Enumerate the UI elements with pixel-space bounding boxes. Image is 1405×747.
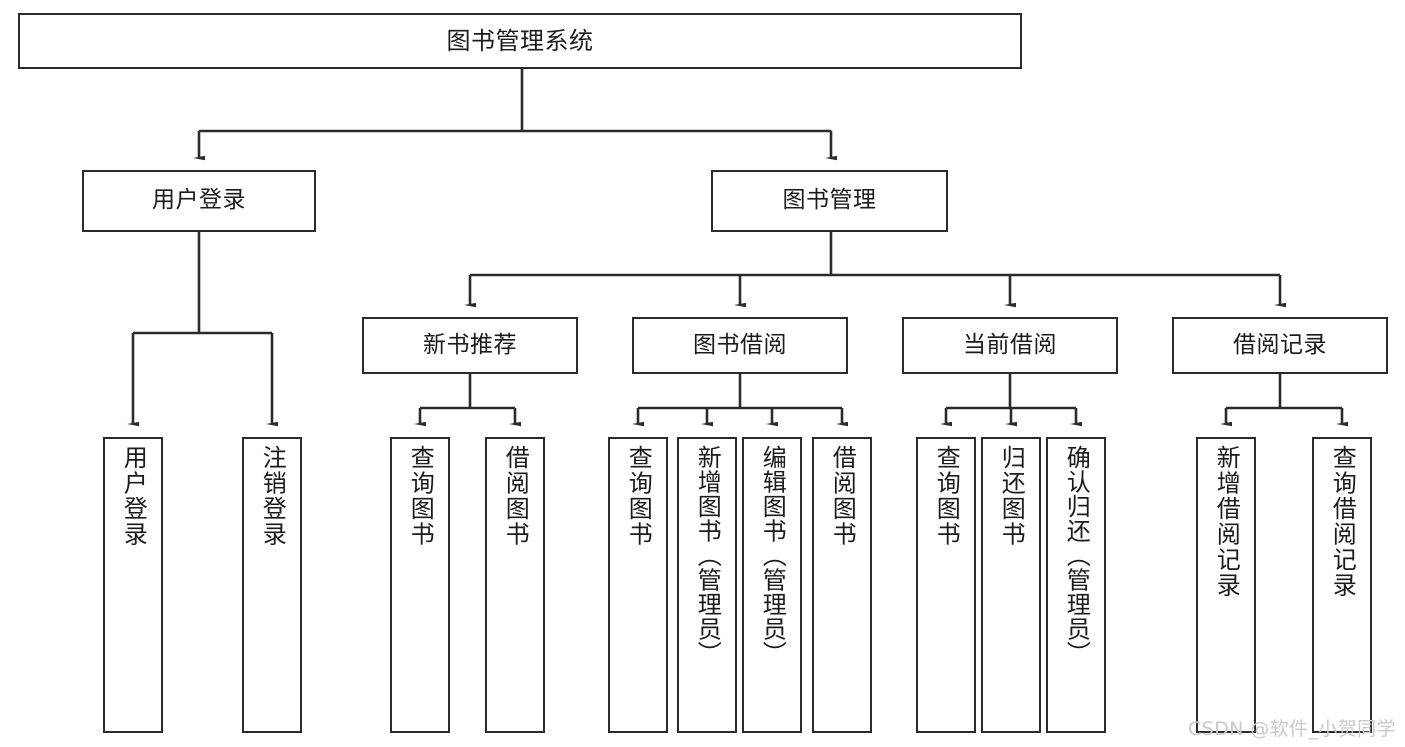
node-label: 新书推荐 — [423, 331, 517, 358]
node-label: 借阅记录 — [1233, 331, 1327, 358]
leaf-user-login[interactable]: 用户登录 — [103, 437, 163, 733]
node-current-borrow[interactable]: 当前借阅 — [902, 317, 1118, 374]
node-label: 查询图书 — [406, 445, 435, 547]
node-label: 新增借阅记录 — [1212, 445, 1241, 598]
node-label: 注销登录 — [258, 445, 287, 547]
node-label: 图书借阅 — [693, 331, 787, 358]
leaf-logout[interactable]: 注销登录 — [242, 437, 302, 733]
node-book-management[interactable]: 图书管理 — [711, 170, 948, 232]
node-user-login[interactable]: 用户登录 — [82, 170, 316, 232]
node-book-borrow[interactable]: 图书借阅 — [632, 317, 848, 374]
node-label: 用户登录 — [119, 445, 148, 547]
node-label: 用户登录 — [152, 187, 246, 214]
node-label: 图书管理 — [782, 187, 877, 214]
node-label: 查询图书 — [624, 445, 653, 547]
node-label: 图书管理系统 — [446, 26, 594, 55]
node-label: 当前借阅 — [963, 331, 1057, 358]
leaf-return-book[interactable]: 归还图书 — [981, 437, 1041, 733]
leaf-query-borrow-record[interactable]: 查询借阅记录 — [1312, 437, 1372, 733]
leaf-borrow-book-recommend[interactable]: 借阅图书 — [485, 437, 545, 733]
leaf-edit-book-admin[interactable]: 编辑图书（管理员） — [742, 437, 802, 733]
leaf-query-book-current[interactable]: 查询图书 — [916, 437, 976, 733]
node-label: 新增图书（管理员） — [693, 445, 722, 666]
node-label: 借阅图书 — [828, 445, 857, 547]
node-root-system[interactable]: 图书管理系统 — [18, 13, 1022, 69]
leaf-add-book-admin[interactable]: 新增图书（管理员） — [677, 437, 737, 733]
leaf-borrow-book[interactable]: 借阅图书 — [812, 437, 872, 733]
node-borrow-record[interactable]: 借阅记录 — [1172, 317, 1388, 374]
node-label: 编辑图书（管理员） — [758, 445, 787, 666]
leaf-confirm-return-admin[interactable]: 确认归还（管理员） — [1046, 437, 1106, 733]
leaf-query-book-borrow[interactable]: 查询图书 — [608, 437, 668, 733]
node-label: 借阅图书 — [501, 445, 530, 547]
node-label: 查询借阅记录 — [1328, 445, 1357, 598]
leaf-query-book-recommend[interactable]: 查询图书 — [390, 437, 450, 733]
node-new-book-recommend[interactable]: 新书推荐 — [362, 317, 578, 374]
node-label: 查询图书 — [932, 445, 961, 547]
leaf-add-borrow-record[interactable]: 新增借阅记录 — [1196, 437, 1256, 733]
node-label: 确认归还（管理员） — [1062, 445, 1091, 666]
node-label: 归还图书 — [997, 445, 1026, 547]
watermark-text: CSDN @软件_小贺同学 — [1188, 718, 1396, 740]
